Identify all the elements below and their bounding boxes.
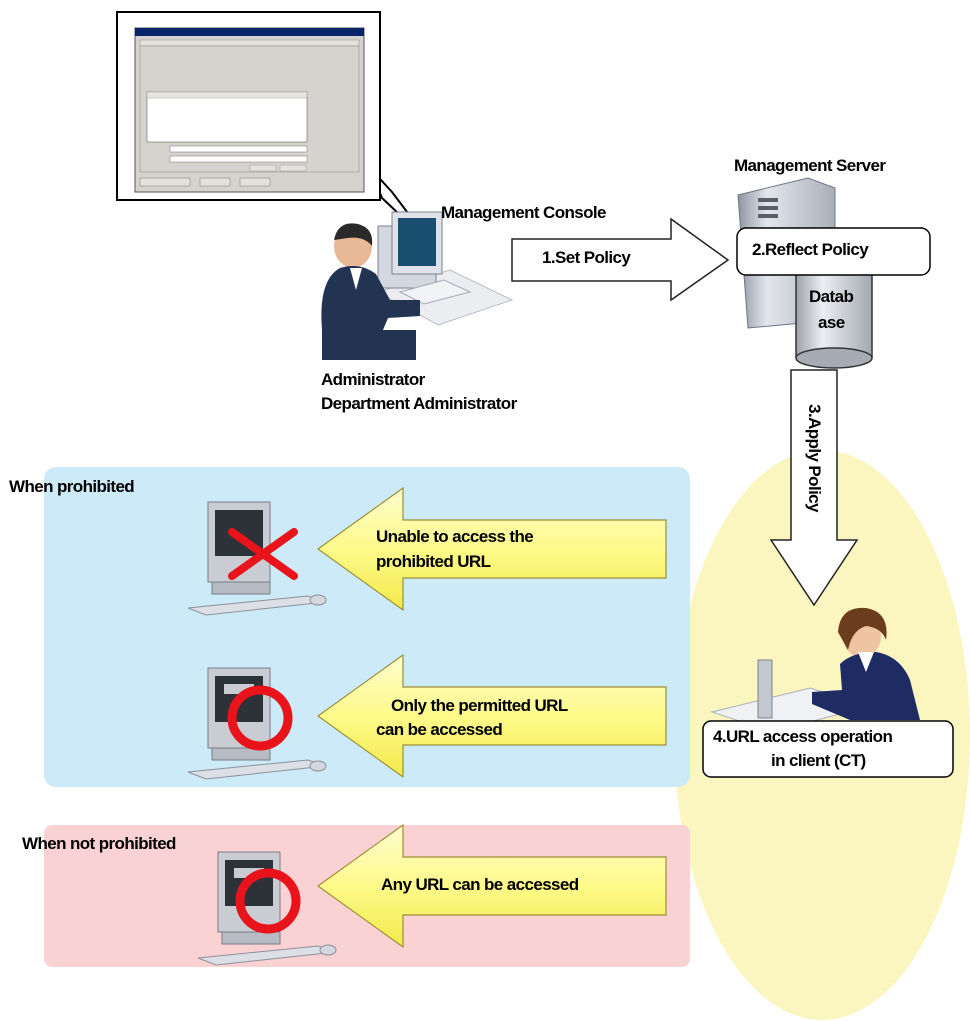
apply-policy-arrow xyxy=(769,369,859,607)
any-url-outcome: Any URL can be accessed xyxy=(381,875,579,894)
circle-mark-icon xyxy=(235,868,301,934)
set-policy-label: 1.Set Policy xyxy=(542,248,631,267)
when-not-prohibited-label: When not prohibited xyxy=(22,834,176,853)
database-cylinder-icon xyxy=(795,264,873,369)
apply-policy-label: 3.Apply Policy xyxy=(805,404,824,512)
person-at-computer-icon xyxy=(321,211,514,360)
reflect-policy-label: 2.Reflect Policy xyxy=(752,240,869,259)
database-label-line2: ase xyxy=(818,313,845,332)
cross-mark-icon xyxy=(228,528,298,580)
management-server-label: Management Server xyxy=(734,156,886,175)
database-label-line1: Datab xyxy=(809,287,854,306)
dialog-window-icon xyxy=(134,27,365,193)
permitted-outcome-line2: can be accessed xyxy=(376,720,503,739)
prohibited-arrow xyxy=(316,486,667,612)
client-op-label-line1: 4.URL access operation xyxy=(713,727,893,746)
client-op-label-line2: in client (CT) xyxy=(771,751,866,770)
client-person-icon xyxy=(710,607,920,733)
department-administrator-label: Department Administrator xyxy=(321,394,517,413)
reflect-policy-box xyxy=(736,227,931,276)
circle-mark-icon xyxy=(227,685,293,751)
prohibited-outcome-line2: prohibited URL xyxy=(376,552,491,571)
administrator-label: Administrator xyxy=(321,370,425,389)
console-callout xyxy=(116,11,433,246)
any-url-arrow xyxy=(316,823,667,949)
when-prohibited-label: When prohibited xyxy=(9,477,135,496)
set-policy-arrow xyxy=(511,217,730,302)
permitted-outcome-line1: Only the permitted URL xyxy=(391,696,568,715)
permitted-arrow xyxy=(316,653,667,779)
prohibited-outcome-line1: Unable to access the xyxy=(376,527,534,546)
client-pc-prohibited xyxy=(187,501,327,616)
client-op-box xyxy=(702,720,954,778)
management-console-label: Management Console xyxy=(441,203,607,222)
